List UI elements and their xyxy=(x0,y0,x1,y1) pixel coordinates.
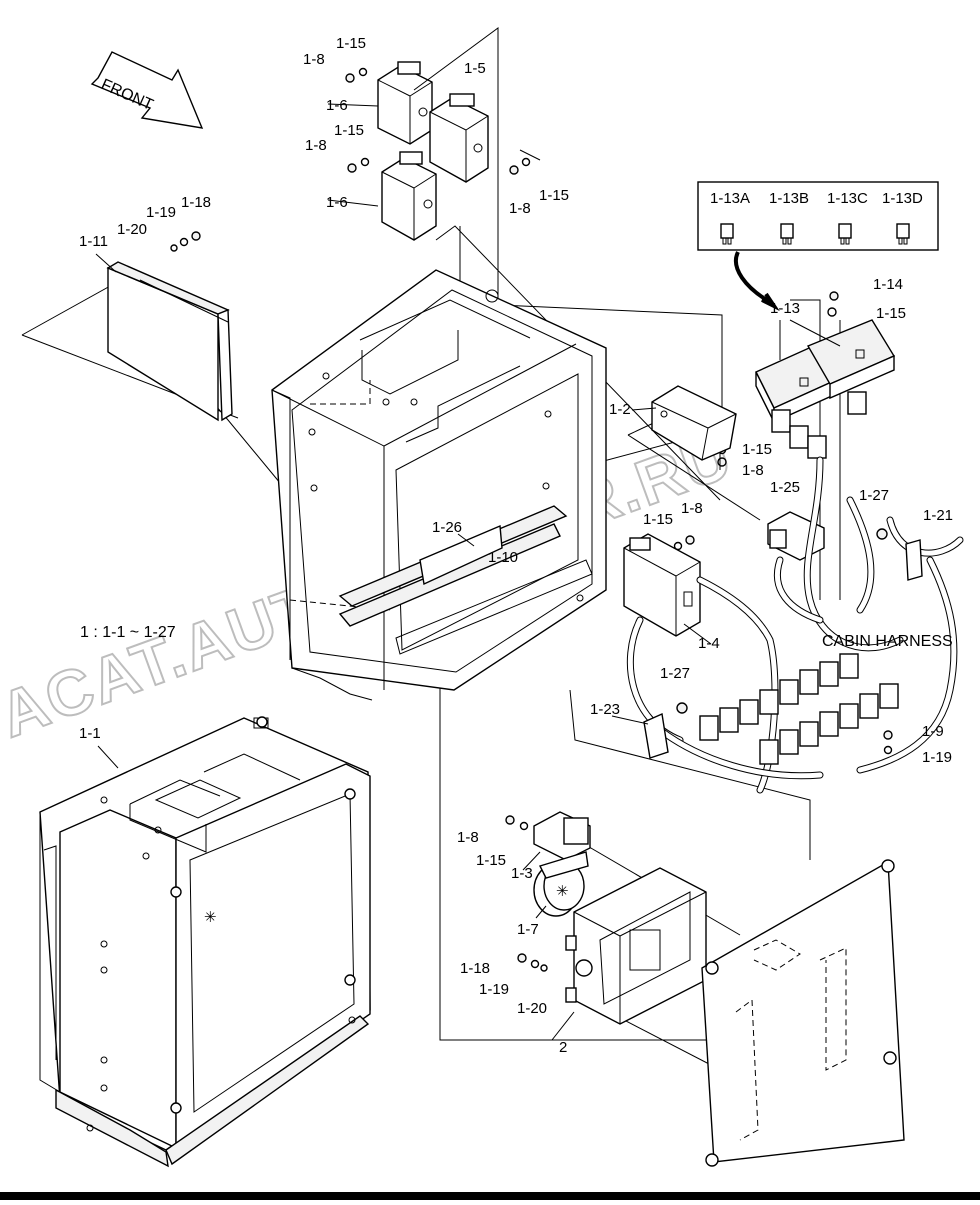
electric-box-center xyxy=(271,269,607,701)
callout-1-15-d: 1-15 xyxy=(876,305,906,322)
callout-1-6-a: 1-6 xyxy=(326,97,348,114)
callout-1-8-f: 1-8 xyxy=(457,829,479,846)
electric-box-1-1: ✳ xyxy=(39,716,371,1168)
connector-row xyxy=(699,653,899,765)
callout-1-8-a: 1-8 xyxy=(303,51,325,68)
buzzer-1-7: ✳ xyxy=(533,851,589,917)
asterisk-icon: ✳ xyxy=(204,909,217,926)
callout-1-15-e: 1-15 xyxy=(742,441,772,458)
callout-1-8-e: 1-8 xyxy=(681,500,703,517)
callout-1-13: 1-13 xyxy=(770,300,800,317)
relay-1-6-lower xyxy=(381,151,437,241)
callout-1-15-c: 1-15 xyxy=(539,187,569,204)
callout-1-27-a: 1-27 xyxy=(859,487,889,504)
asterisk-icon-small: ✳ xyxy=(556,883,569,900)
callout-1-18-b: 1-18 xyxy=(460,960,490,977)
relay-1-3 xyxy=(533,811,591,861)
callout-1-6-b: 1-6 xyxy=(326,194,348,211)
fuse-label-1-13a: 1-13A xyxy=(710,190,750,207)
callout-1-19-b: 1-19 xyxy=(922,749,952,766)
relay-1-5 xyxy=(429,93,489,183)
fuse-icon-a xyxy=(720,223,734,245)
fuse-block-1-13 xyxy=(755,319,896,459)
callout-1-15-a: 1-15 xyxy=(336,35,366,52)
callout-1-11: 1-11 xyxy=(79,233,108,250)
fuse-icon-c xyxy=(838,223,852,245)
callout-1-8-c: 1-8 xyxy=(509,200,531,217)
callout-1-15-f: 1-15 xyxy=(643,511,673,528)
callout-1-15-g: 1-15 xyxy=(476,852,506,869)
callout-1-7: 1-7 xyxy=(517,921,539,938)
callout-1-26: 1-26 xyxy=(432,519,462,536)
callout-1-5: 1-5 xyxy=(464,60,486,77)
callout-1-4: 1-4 xyxy=(698,635,720,652)
controller-2 xyxy=(565,867,707,1025)
callout-1-18-a: 1-18 xyxy=(181,194,211,211)
callout-2: 2 xyxy=(559,1039,567,1056)
relay-1-6-upper xyxy=(377,61,433,145)
callout-1-15-b: 1-15 xyxy=(334,122,364,139)
cabin-harness-label: CABIN HARNESS xyxy=(822,633,953,650)
rear-panel xyxy=(701,859,905,1167)
callout-1-8-d: 1-8 xyxy=(742,462,764,479)
module-1-4 xyxy=(623,533,701,637)
bottom-border xyxy=(0,1192,980,1200)
callout-1-1: 1-1 xyxy=(79,725,101,742)
callout-1-14: 1-14 xyxy=(873,276,903,293)
fuse-label-1-13c: 1-13C xyxy=(827,190,868,207)
callout-1-21: 1-21 xyxy=(923,507,953,524)
callout-1-2: 1-2 xyxy=(609,401,631,418)
fuse-legend-box xyxy=(697,181,939,251)
label-leaders xyxy=(95,253,841,1041)
callout-1-9: 1-9 xyxy=(922,723,944,740)
callout-1-19-c: 1-19 xyxy=(479,981,509,998)
callout-1-8-b: 1-8 xyxy=(305,137,327,154)
fuse-icon-d xyxy=(896,223,910,245)
front-arrow-icon: FRONT xyxy=(90,51,204,129)
callout-1-23: 1-23 xyxy=(590,701,620,718)
callout-1-20-b: 1-20 xyxy=(517,1000,547,1017)
fuse-icon-b xyxy=(780,223,794,245)
callout-1-19-a: 1-19 xyxy=(146,204,176,221)
module-1-2 xyxy=(651,385,737,461)
screw-icons xyxy=(170,67,893,972)
callout-1-10: 1-10 xyxy=(488,549,518,566)
curved-pointer-icon xyxy=(734,251,780,312)
fuse-label-1-13d: 1-13D xyxy=(882,190,923,207)
fuse-label-1-13b: 1-13B xyxy=(769,190,809,207)
callout-1-20-a: 1-20 xyxy=(117,221,147,238)
cabin-harness xyxy=(626,456,964,794)
callout-1-27-b: 1-27 xyxy=(660,665,690,682)
cover-panel-1-11 xyxy=(106,261,233,422)
callout-1-3: 1-3 xyxy=(511,865,533,882)
callout-1-25: 1-25 xyxy=(770,479,800,496)
range-label: 1 : 1-1 ~ 1-27 xyxy=(80,624,176,641)
callout-labels: 1-8 1-15 1-5 1-6 1-8 1-15 1-6 1-8 1-15 1… xyxy=(79,35,953,1056)
